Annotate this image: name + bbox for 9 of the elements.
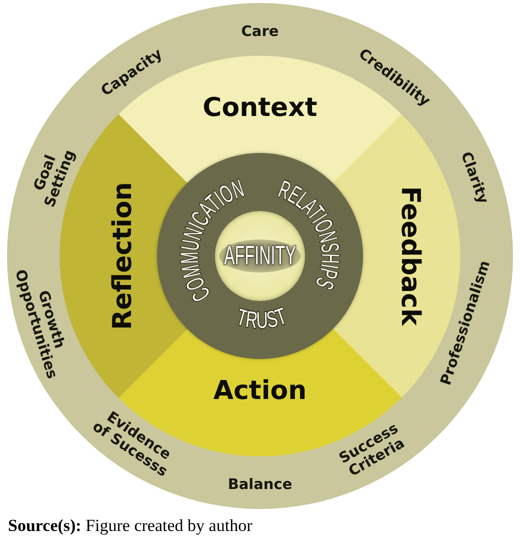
ring-label: Balance (228, 476, 292, 494)
ring-label: Clarity (457, 150, 492, 206)
curved-label: TRUST (234, 301, 294, 334)
segment-title: Action (213, 378, 307, 404)
ring-label: Care (241, 24, 279, 40)
source-caption: Source(s): Figure created by author (8, 516, 252, 536)
segment-title: Context (202, 95, 318, 121)
segment-title: Feedback (397, 186, 423, 326)
segment-title: Reflection (110, 182, 136, 330)
